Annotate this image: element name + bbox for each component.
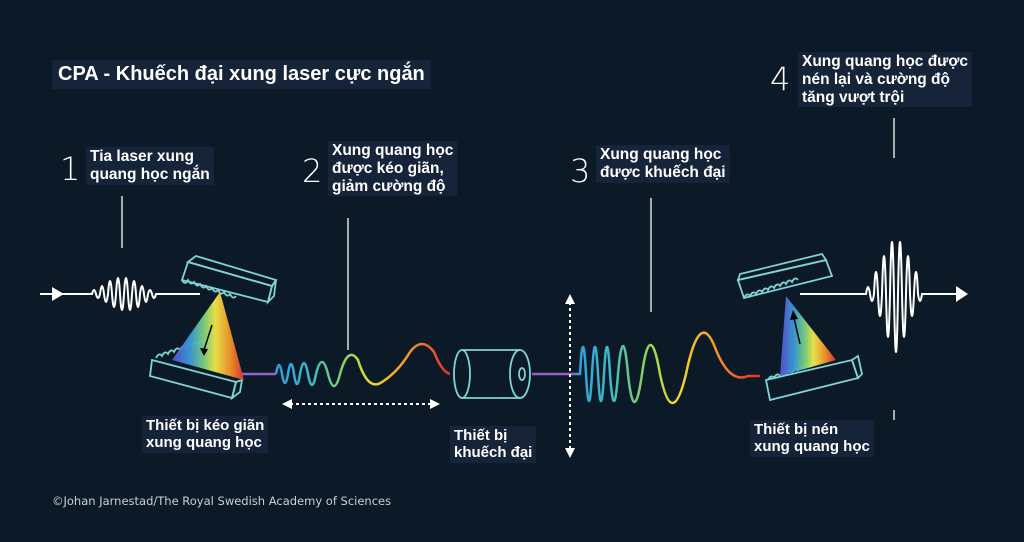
output-pulse — [800, 118, 995, 420]
arrow-right-icon — [430, 399, 440, 409]
step-label-1: Tia laser xung quang học ngắn — [86, 147, 214, 185]
amplified-pulse — [565, 198, 760, 458]
step-label-4: Xung quang học được nén lại và cường độ … — [798, 52, 973, 108]
step-number-2: 2 — [302, 152, 323, 190]
step-number-1: 1 — [60, 150, 81, 188]
compressor-device — [736, 252, 863, 402]
stretched-pulse — [242, 218, 451, 409]
arrow-up-icon — [565, 294, 575, 304]
diagram-title: CPA - Khuếch đại xung laser cực ngắn — [52, 60, 431, 89]
input-pulse — [40, 196, 230, 311]
arrow-left-icon — [282, 399, 292, 409]
arrow-down-icon — [565, 448, 575, 458]
step-label-2: Xung quang học được kéo giãn, giảm cường… — [328, 141, 458, 197]
amplifier-device — [453, 349, 574, 399]
arrow-right-icon — [956, 286, 968, 302]
step-number-3: 3 — [570, 152, 591, 190]
device-label-compressor: Thiết bị nén xung quang học — [750, 420, 874, 457]
device-label-amplifier: Thiết bị khuếch đại — [450, 426, 537, 463]
device-label-stretcher: Thiết bị kéo giãn xung quang học — [142, 416, 269, 453]
step-number-4: 4 — [770, 60, 791, 98]
step-label-3: Xung quang học được khuếch đại — [596, 145, 730, 183]
image-credit: ©Johan Jarnestad/The Royal Swedish Acade… — [52, 494, 392, 508]
stretcher-device — [149, 255, 278, 401]
arrow-right-icon — [52, 287, 64, 301]
